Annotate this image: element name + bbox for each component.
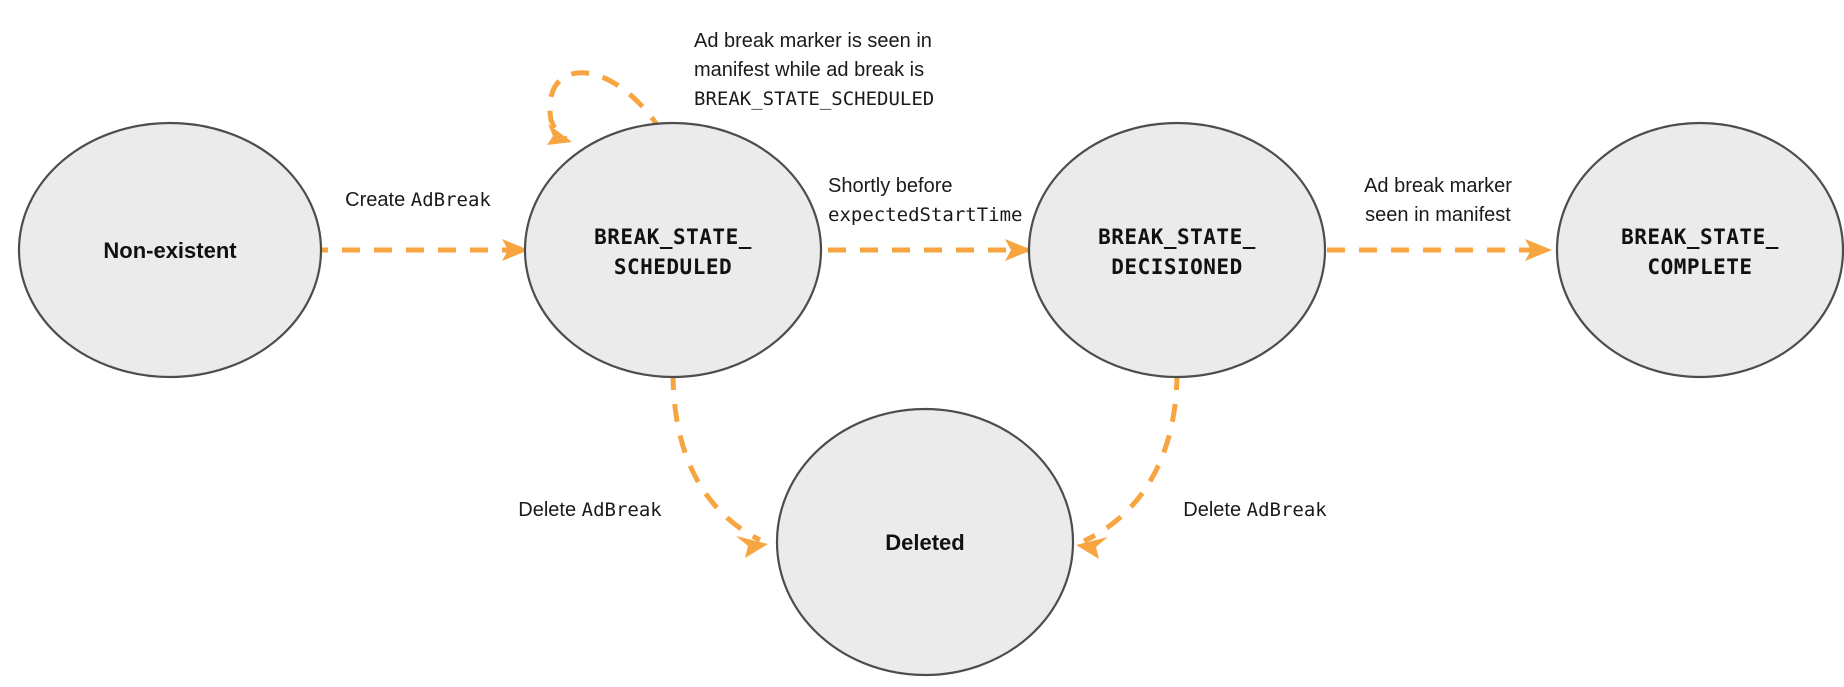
edge-label-create-adbreak: Create AdBreak [345, 189, 491, 211]
svg-text:Create AdBreak: Create AdBreak [345, 189, 491, 211]
node-break-state-decisioned-label-line2: DECISIONED [1111, 255, 1242, 279]
svg-text:Delete AdBreak: Delete AdBreak [518, 499, 662, 521]
node-break-state-complete-label-line1: BREAK_STATE_ [1621, 225, 1779, 249]
node-break-state-scheduled-shape[interactable] [523, 121, 823, 379]
edge-delete-adbreak-from-decisioned [1076, 371, 1180, 559]
node-break-state-complete-label-line2: COMPLETE [1647, 255, 1752, 279]
edge-delete-from-decisioned-path [1082, 371, 1180, 544]
edge-shortly-before-arrowhead [1005, 239, 1032, 261]
edge-label-delete-scheduled-part1: AdBreak [582, 499, 663, 521]
edge-marker-seen-in-manifest [1327, 239, 1552, 261]
edge-delete-from-decisioned-arrowhead [1076, 537, 1108, 559]
edge-label-self-loop-line2: manifest while ad break is [694, 59, 924, 81]
node-deleted[interactable]: Deleted [775, 407, 1075, 677]
edge-label-marker-seen-line1: Ad break marker [1364, 175, 1512, 197]
edge-label-delete-adbreak-from-decisioned: Delete AdBreak [1183, 499, 1327, 521]
edge-label-delete-decisioned-part1: AdBreak [1247, 499, 1328, 521]
edge-label-create-adbreak-part1: AdBreak [411, 189, 492, 211]
edge-label-shortly-before: Shortly before expectedStartTime [828, 175, 1022, 226]
edge-delete-from-scheduled-arrowhead [736, 536, 768, 558]
node-break-state-complete-shape[interactable] [1555, 121, 1844, 379]
edge-label-shortly-before-line2: expectedStartTime [828, 204, 1022, 226]
edge-delete-from-scheduled-path [670, 371, 762, 543]
node-break-state-decisioned-shape[interactable] [1027, 121, 1327, 379]
node-deleted-shape[interactable] [775, 407, 1075, 677]
edge-label-self-loop-line1: Ad break marker is seen in [694, 30, 932, 52]
node-non-existent-shape[interactable] [17, 121, 323, 379]
node-deleted-label: Deleted [885, 530, 964, 555]
edge-delete-adbreak-from-scheduled [670, 371, 768, 558]
edge-label-self-loop-line3: BREAK_STATE_SCHEDULED [694, 88, 934, 110]
edge-label-delete-decisioned-part0: Delete [1183, 499, 1246, 521]
node-break-state-scheduled-label-line2: SCHEDULED [614, 255, 732, 279]
edge-marker-seen-arrowhead [1525, 239, 1552, 261]
edge-label-shortly-before-line1: Shortly before [828, 175, 953, 197]
edge-label-marker-seen-in-manifest: Ad break marker seen in manifest [1364, 175, 1512, 226]
node-non-existent[interactable]: Non-existent [17, 121, 323, 379]
node-break-state-complete[interactable]: BREAK_STATE_ COMPLETE [1555, 121, 1844, 379]
node-break-state-scheduled-label-line1: BREAK_STATE_ [594, 225, 752, 249]
edge-create-adbreak-arrowhead [502, 239, 529, 261]
edge-label-self-loop-marker-seen: Ad break marker is seen in manifest whil… [694, 30, 934, 110]
edge-self-loop-marker-seen-path [547, 70, 665, 142]
edge-shortly-before-expected-start-time [828, 239, 1032, 261]
edge-self-loop-marker-seen [547, 70, 665, 145]
svg-text:Delete AdBreak: Delete AdBreak [1183, 499, 1327, 521]
node-non-existent-label: Non-existent [103, 238, 237, 263]
edge-label-create-adbreak-part0: Create [345, 189, 411, 211]
node-break-state-decisioned-label-line1: BREAK_STATE_ [1098, 225, 1256, 249]
edge-self-loop-marker-seen-arrowhead [547, 124, 572, 145]
node-break-state-scheduled[interactable]: BREAK_STATE_ SCHEDULED [523, 121, 823, 379]
edge-label-delete-scheduled-part0: Delete [518, 499, 581, 521]
edge-label-delete-adbreak-from-scheduled: Delete AdBreak [518, 499, 662, 521]
edge-label-marker-seen-line2: seen in manifest [1365, 204, 1511, 226]
node-break-state-decisioned[interactable]: BREAK_STATE_ DECISIONED [1027, 121, 1327, 379]
